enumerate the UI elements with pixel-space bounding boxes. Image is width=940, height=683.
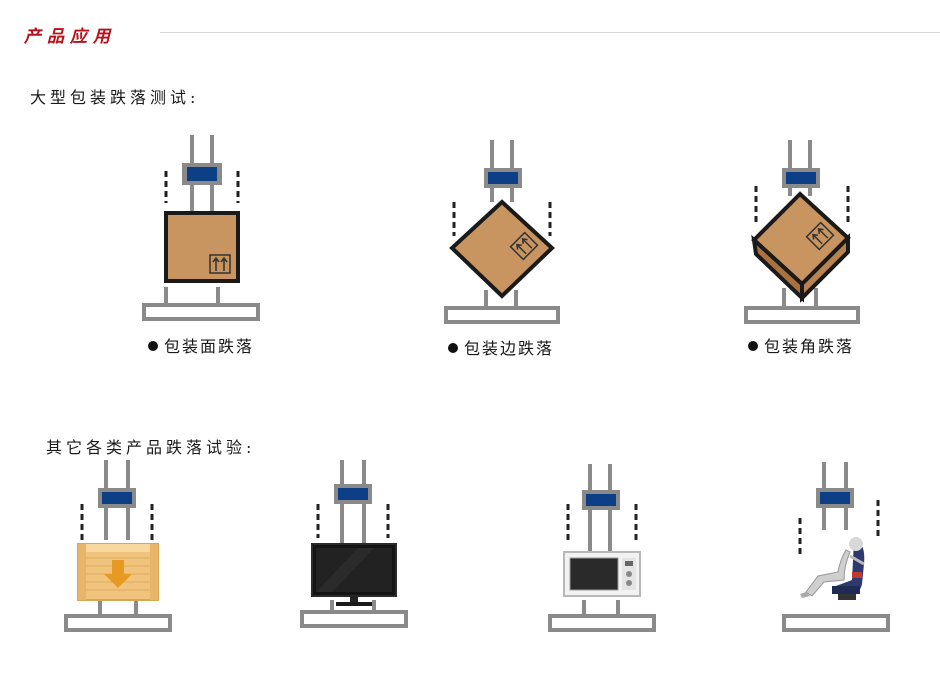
section-title-other-products: 其它各类产品跌落试验: xyxy=(46,438,256,457)
bullet-dot xyxy=(448,343,458,353)
caption-label: 包装边跌落 xyxy=(464,339,555,358)
caption-label: 包装角跌落 xyxy=(764,337,855,356)
microwave-drop-icon xyxy=(548,464,656,632)
caption-edge-drop: 包装边跌落 xyxy=(448,335,554,359)
bullet-dot xyxy=(148,341,158,351)
page-title: 产品应用 xyxy=(24,27,116,47)
header-divider xyxy=(160,32,940,33)
tv-drop-icon xyxy=(300,460,408,628)
caption-face-drop: 包装面跌落 xyxy=(148,333,254,357)
caption-label: 包装面跌落 xyxy=(164,337,255,356)
wooden-crate-drop-icon xyxy=(64,460,172,632)
section-title-package-drop: 大型包装跌落测试: xyxy=(30,88,200,107)
caption-corner-drop: 包装角跌落 xyxy=(748,333,854,357)
box-edge-drop-icon xyxy=(444,140,560,324)
bullet-dot xyxy=(748,341,758,351)
box-corner-drop-icon xyxy=(744,140,860,324)
car-seat-drop-icon xyxy=(782,462,890,632)
box-flat-drop-icon xyxy=(142,135,260,321)
